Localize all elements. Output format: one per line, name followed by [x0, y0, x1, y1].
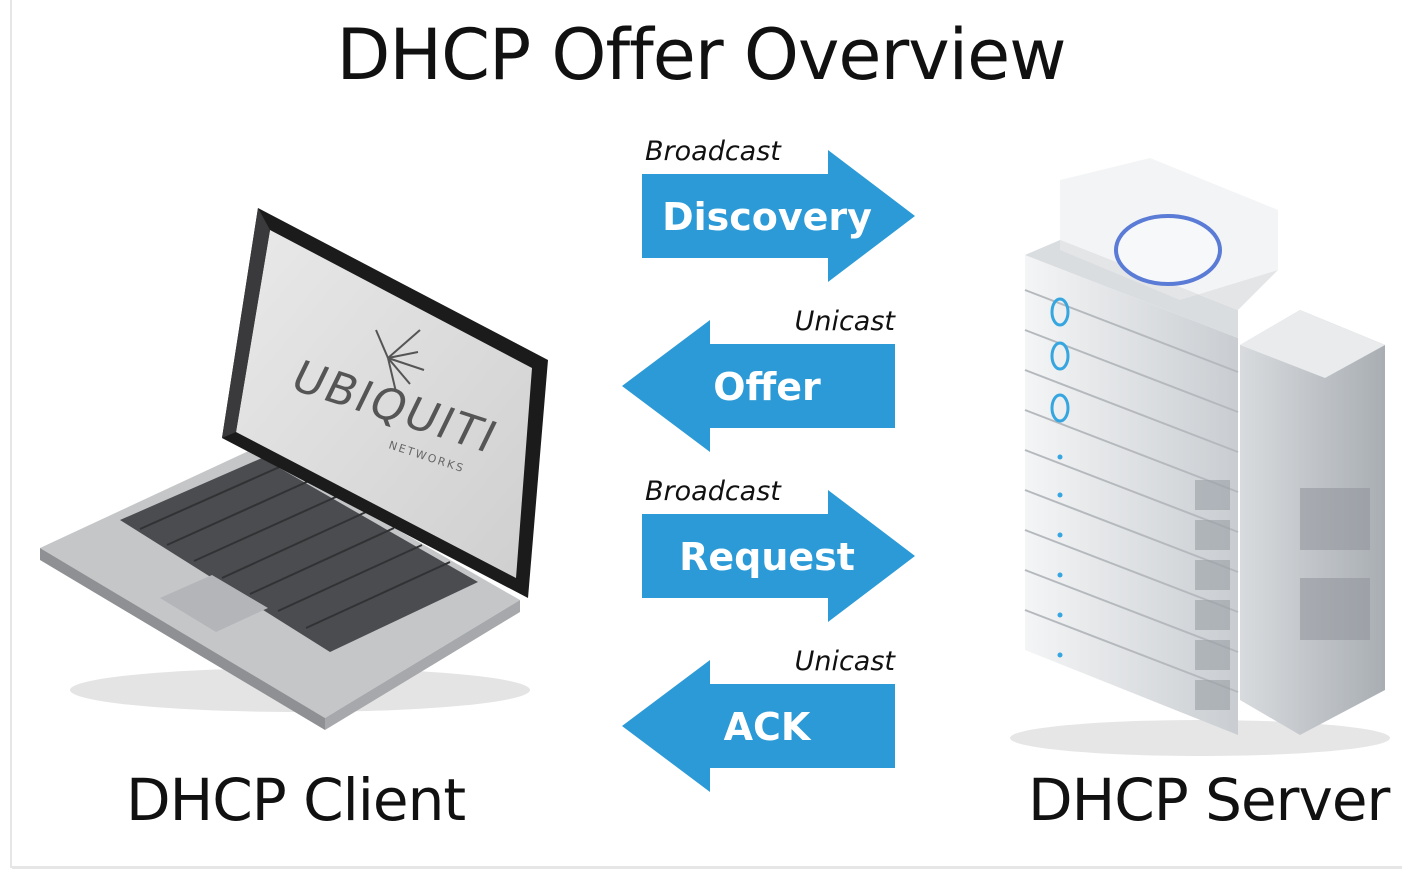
- transmission-mode-label: Unicast: [795, 306, 897, 337]
- arrow-shape: [642, 150, 915, 282]
- laptop-keyboard: [120, 458, 478, 652]
- server-top-led-ring: [1114, 214, 1222, 286]
- arrow-shape: [622, 320, 895, 452]
- arrow-discovery: Discovery Broadcast: [642, 136, 915, 282]
- server-front: [1025, 255, 1238, 735]
- transmission-mode-label: Broadcast: [645, 476, 782, 507]
- server-tower-icon: [1010, 158, 1390, 756]
- laptop-trackpad: [160, 575, 268, 632]
- client-label: DHCP Client: [126, 766, 466, 834]
- arrow-request: Request Broadcast: [642, 476, 915, 622]
- bottom-border: [12, 866, 1402, 869]
- arrow-label: Offer: [713, 365, 821, 409]
- arrow-shape: [642, 490, 915, 622]
- arrow-label: Discovery: [662, 195, 872, 239]
- laptop-icon: UBIQUITI NETWORKS: [40, 208, 548, 730]
- ubiquiti-logo: [375, 329, 425, 393]
- server-label: DHCP Server: [1028, 766, 1390, 834]
- diagram-title: DHCP Offer Overview: [336, 14, 1067, 96]
- message-arrows: DiscoveryBroadcastOfferUnicastRequestBro…: [622, 136, 915, 792]
- arrow-ack: ACK Unicast: [622, 646, 896, 792]
- transmission-mode-label: Broadcast: [645, 136, 782, 167]
- arrow-offer: Offer Unicast: [622, 306, 896, 452]
- transmission-mode-label: Unicast: [795, 646, 897, 677]
- arrow-label: ACK: [724, 705, 812, 749]
- laptop-screen: [236, 230, 532, 578]
- arrow-label: Request: [679, 535, 855, 579]
- arrow-shape: [622, 660, 895, 792]
- left-border: [10, 0, 12, 868]
